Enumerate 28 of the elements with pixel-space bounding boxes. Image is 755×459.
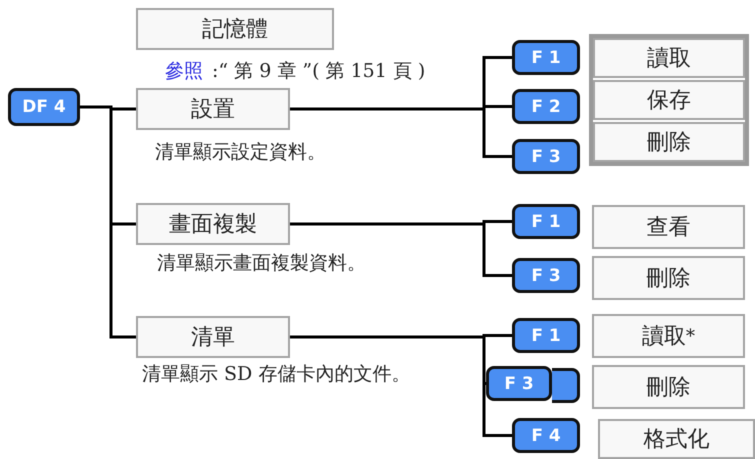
description-text: 清單顯示設定資料。: [155, 140, 327, 165]
function-key: F 3: [486, 366, 552, 401]
menu-box: 刪除: [593, 122, 745, 162]
menu-box: 清單: [136, 316, 290, 358]
function-key: [552, 368, 580, 403]
function-key: F 1: [512, 318, 580, 353]
description-text: 清單顯示畫面複製資料。: [157, 251, 367, 276]
connector-line: [290, 108, 512, 158]
function-key: F 3: [512, 139, 580, 174]
menu-box: 刪除: [592, 256, 745, 300]
menu-box: 讀取: [593, 38, 745, 78]
menu-box: 記憶體: [136, 8, 334, 50]
function-key: F 4: [512, 418, 580, 453]
menu-box: 查看: [592, 205, 745, 249]
function-key: F 2: [512, 89, 580, 124]
reference-text: :“ 第 9 章 ”( 第 151 頁 ): [212, 59, 426, 84]
function-key: F 3: [512, 258, 580, 293]
menu-box: 保存: [593, 80, 745, 120]
description-text: 清單顯示 SD 存儲卡內的文件。: [142, 362, 412, 387]
menu-box: 設置: [136, 88, 290, 130]
menu-box: 刪除: [592, 365, 745, 409]
function-key: DF 4: [8, 88, 80, 126]
function-key: F 1: [512, 204, 580, 239]
menu-box: 格式化: [598, 419, 755, 459]
menu-box: 畫面複製: [136, 203, 290, 245]
reference-link: 參照: [165, 59, 203, 84]
connector-line: [290, 222, 512, 277]
function-key: F 1: [512, 40, 580, 75]
